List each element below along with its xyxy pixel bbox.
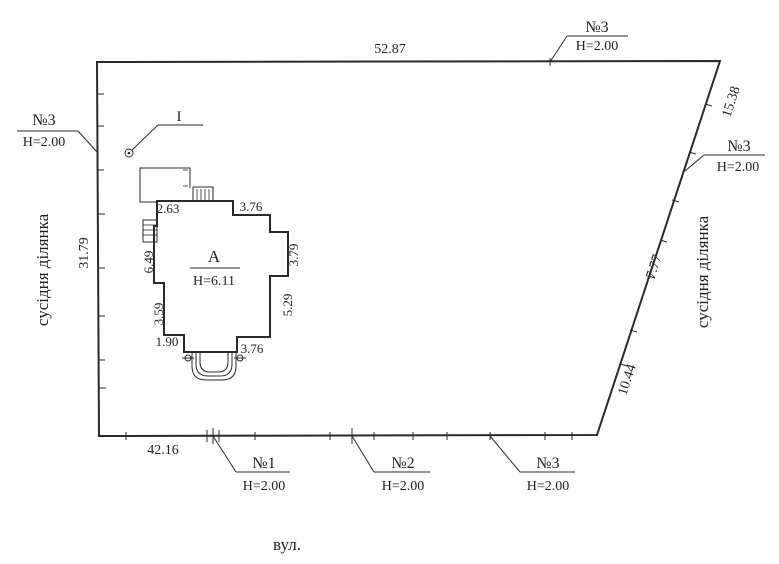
dim-right: 7.77 xyxy=(644,253,666,281)
dim-bottom: 42.16 xyxy=(147,443,179,458)
fence-tag-right: №3 Н=2.00 xyxy=(684,138,765,175)
fence-tag-top-h: Н=2.00 xyxy=(576,39,619,54)
fence-tag-bottom-2-h: Н=2.00 xyxy=(382,479,425,494)
neighbor-right-label: сусідня ділянка xyxy=(693,215,712,328)
fence-tag-bottom-1-num: №1 xyxy=(252,455,275,472)
building-dim-8: 3.76 xyxy=(241,341,264,356)
building-porch xyxy=(182,352,246,381)
fence-tag-top-num: №3 xyxy=(585,19,608,36)
fence-tag-top: №3 Н=2.00 xyxy=(549,19,628,63)
street-label: вул. xyxy=(273,535,301,554)
fence-tag-right-h: Н=2.00 xyxy=(717,160,760,175)
building-dim-1: 2.63 xyxy=(157,201,180,216)
fence-tag-bottom-3-num: №3 xyxy=(536,455,559,472)
building-height: Н=6.11 xyxy=(193,274,235,289)
survey-point-label: I xyxy=(177,109,182,125)
building-dim-5: 5.29 xyxy=(280,294,295,317)
building-dim-3: 3.79 xyxy=(286,244,301,267)
fence-tag-bottom-3: №3 Н=2.00 xyxy=(489,435,575,494)
building-dim-7: 1.90 xyxy=(156,334,179,349)
boundary-ticks xyxy=(97,58,713,444)
building-a: А Н=6.11 2.63 3.76 3.79 6.49 5.29 3.59 1… xyxy=(139,167,301,381)
fence-tag-bottom-3-h: Н=2.00 xyxy=(527,479,570,494)
fence-tag-bottom-2-num: №2 xyxy=(391,455,414,472)
dim-top: 52.87 xyxy=(374,42,406,57)
building-dim-4: 6.49 xyxy=(141,251,156,274)
building-label: А xyxy=(208,247,221,266)
fence-tag-right-num: №3 xyxy=(727,138,750,155)
survey-point-marker: I xyxy=(124,109,203,158)
fence-tag-bottom-1: №1 Н=2.00 xyxy=(212,435,290,494)
building-dim-2: 3.76 xyxy=(240,199,263,214)
building-dim-6: 3.59 xyxy=(151,303,166,326)
plot-boundary xyxy=(95,59,722,438)
neighbor-left-label: сусідня ділянка xyxy=(33,213,52,326)
fence-tag-bottom-2: №2 Н=2.00 xyxy=(351,435,430,494)
fence-tag-left-h: Н=2.00 xyxy=(23,135,66,150)
fence-tag-left: №3 Н=2.00 xyxy=(17,112,98,153)
fence-tag-left-num: №3 xyxy=(32,112,55,129)
dim-top-right: 15.38 xyxy=(720,85,744,120)
dim-left: 31.79 xyxy=(77,237,92,269)
fence-tag-bottom-1-h: Н=2.00 xyxy=(243,479,286,494)
